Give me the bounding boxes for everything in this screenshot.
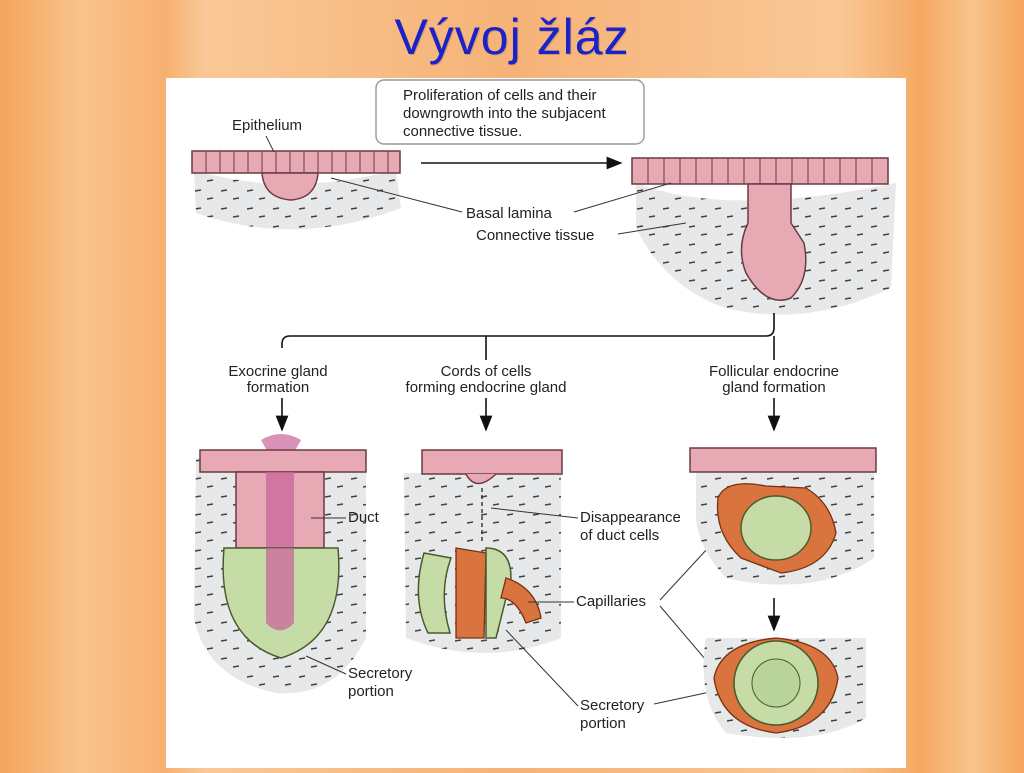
secretory-left-label-2: portion: [348, 683, 394, 700]
follicular-label-1: Follicular endocrine: [709, 363, 839, 380]
disappearance-label-1: Disappearance: [580, 509, 681, 526]
exocrine-label-2: formation: [247, 379, 310, 396]
secretory-center-label-2: portion: [580, 715, 626, 732]
slide-title: Vývoj žláz: [394, 9, 630, 65]
secretory-left-label-1: Secretory: [348, 665, 413, 682]
epithelium-layer-4: [421, 449, 563, 475]
epithelium-layer-1: [191, 150, 401, 174]
cords-label-2: forming endocrine gland: [406, 379, 567, 396]
callout-box: [375, 79, 645, 145]
epithelium-label: Epithelium: [232, 117, 302, 134]
follicular-label-2: gland formation: [722, 379, 825, 396]
branch-connector: [281, 313, 775, 348]
follicular-gland: [689, 447, 877, 738]
gland-diagram: Proliferation of cells and their downgro…: [191, 79, 896, 738]
cell-bud-1: [261, 172, 319, 201]
disappearance-label-2: of duct cells: [580, 527, 659, 544]
stage-2-downgrowth: [631, 157, 896, 315]
cords-label-1: Cords of cells: [441, 363, 532, 380]
capillaries-label: Capillaries: [576, 593, 646, 610]
cell-downgrowth: [740, 183, 807, 301]
exocrine-label-1: Exocrine gland: [228, 363, 327, 380]
callout-line-2: downgrowth into the subjacent: [403, 105, 606, 122]
capillary-cords: [455, 547, 487, 639]
callout: Proliferation of cells and their downgro…: [375, 79, 645, 145]
epithelium-layer-5: [689, 447, 877, 473]
callout-line-3: connective tissue.: [403, 123, 522, 140]
stage-1-epithelium: [191, 150, 401, 230]
callout-line-1: Proliferation of cells and their: [403, 87, 596, 104]
secretory-center-label-1: Secretory: [580, 697, 645, 714]
duct-label: Duct: [348, 509, 380, 526]
basal-lamina-label: Basal lamina: [466, 205, 553, 222]
gland-development-figure: Proliferation of cells and their downgro…: [166, 78, 906, 768]
cords-endocrine-gland: [404, 449, 563, 653]
epithelium-layer-3: [199, 449, 367, 473]
follicle-1: [740, 495, 812, 561]
connective-tissue-label: Connective tissue: [476, 227, 594, 244]
exocrine-gland: [194, 434, 367, 694]
